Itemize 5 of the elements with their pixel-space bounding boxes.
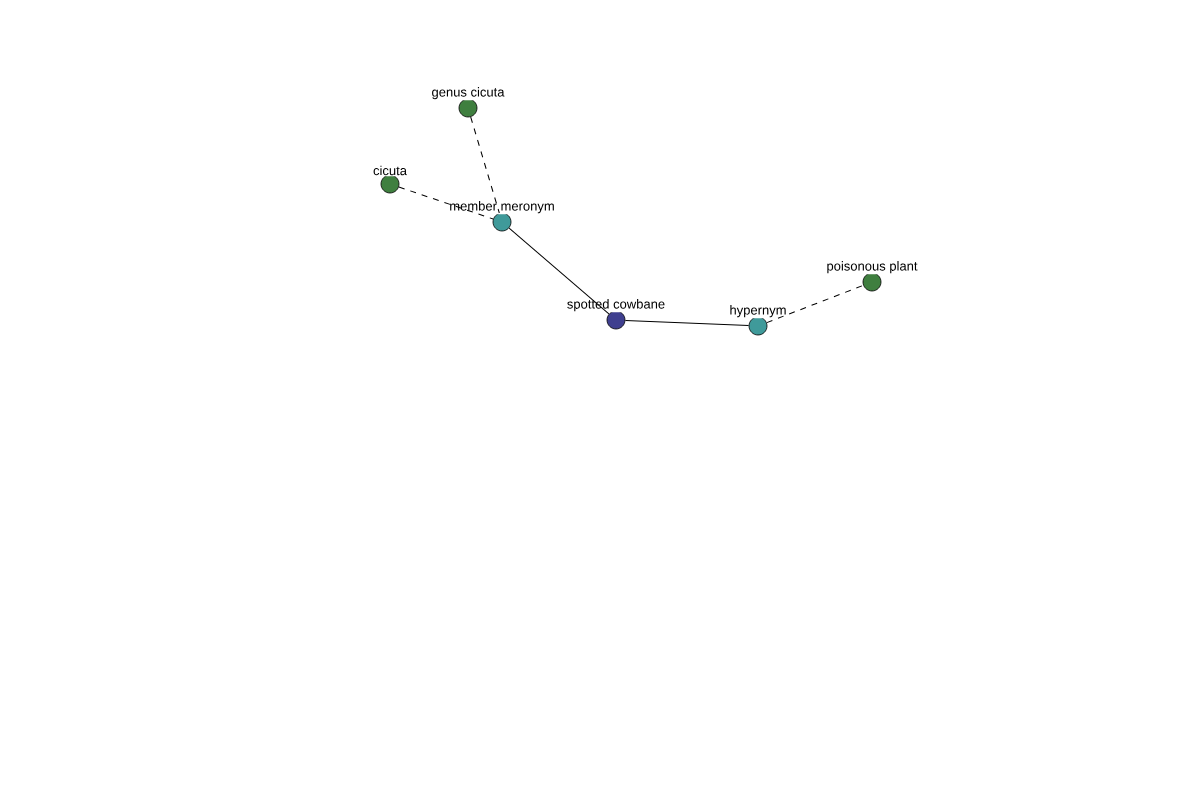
connector-line xyxy=(624,319,750,327)
connector-line xyxy=(398,186,494,220)
connector-line xyxy=(508,227,610,315)
connector-line xyxy=(470,116,500,214)
connector-line xyxy=(766,284,864,324)
